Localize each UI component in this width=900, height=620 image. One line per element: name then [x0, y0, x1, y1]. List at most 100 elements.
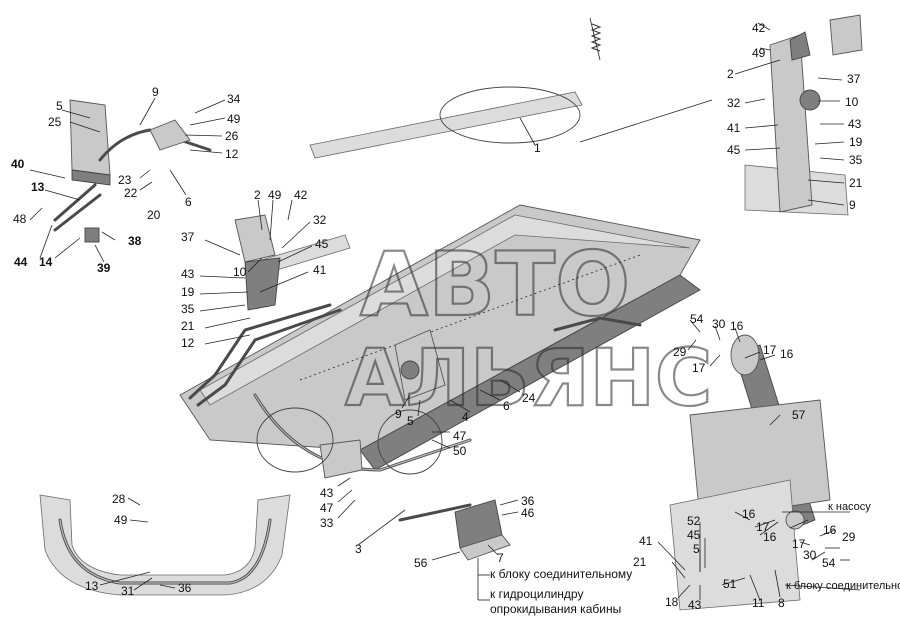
watermark-line2: АЛЬЯНС — [345, 334, 712, 424]
callout-tl-5: 5 — [56, 99, 63, 113]
detail-circles — [256, 407, 443, 475]
callout-17a: 17 — [692, 361, 706, 375]
callout-br-41: 41 — [639, 534, 653, 548]
callout-br-16a: 16 — [742, 507, 756, 521]
callout-m-37: 37 — [181, 230, 195, 244]
callout-br-21: 21 — [633, 555, 647, 569]
callouts: 42 49 2 37 32 10 41 43 19 45 35 21 9 9 5… — [11, 21, 863, 612]
callout-tl-25: 25 — [48, 115, 62, 129]
callout-tr-42: 42 — [752, 21, 766, 35]
callout-24m: 24 — [522, 391, 536, 405]
callout-57: 57 — [792, 408, 806, 422]
callout-br-45: 45 — [687, 528, 701, 542]
callout-tl-40: 40 — [11, 157, 25, 171]
callout-43b: 43 — [320, 486, 334, 500]
callout-47m: 47 — [453, 429, 467, 443]
callout-m-43: 43 — [181, 267, 195, 281]
callout-47b: 47 — [320, 501, 334, 515]
callout-tl-26: 26 — [225, 129, 239, 143]
callout-tr-45: 45 — [727, 143, 741, 157]
callout-m-42: 42 — [294, 188, 308, 202]
callout-6m: 6 — [503, 399, 510, 413]
callout-5m: 5 — [407, 414, 414, 428]
callout-br-30: 30 — [803, 548, 817, 562]
callout-br-5: 5 — [693, 542, 700, 556]
callout-m-35: 35 — [181, 302, 195, 316]
callout-tr-35: 35 — [849, 153, 863, 167]
note-cab-tilt-cylinder-line1: к гидроцилиндру — [490, 587, 583, 601]
callout-54a: 54 — [690, 312, 704, 326]
callout-m-41: 41 — [313, 263, 327, 277]
callout-br-29: 29 — [842, 530, 856, 544]
callout-tl-34: 34 — [227, 92, 241, 106]
watermark-line1: АВТО — [360, 233, 630, 336]
callout-30a: 30 — [712, 317, 726, 331]
callout-28: 28 — [112, 492, 126, 506]
spring-and-rod — [309, 17, 602, 159]
connector-block — [454, 499, 511, 561]
note-cab-tilt-cylinder-line2: опрокидывания кабины — [490, 602, 621, 616]
tilt-cylinder — [669, 334, 831, 611]
callout-tl-13: 13 — [31, 180, 45, 194]
callout-tr-2: 2 — [727, 67, 734, 81]
callout-9m: 9 — [395, 407, 402, 421]
callout-m-19: 19 — [181, 285, 195, 299]
callout-13b: 13 — [85, 579, 99, 593]
callout-tl-22: 22 — [124, 186, 138, 200]
callout-4m: 4 — [462, 410, 469, 424]
callout-br-17a: 17 — [756, 520, 770, 534]
notes: к насосу к блоку соединительному к гидро… — [490, 501, 900, 616]
callout-1: 1 — [534, 141, 541, 155]
inset-mid-left — [234, 214, 351, 311]
watermark: АВТО АЛЬЯНС — [344, 232, 713, 425]
callout-tl-23: 23 — [118, 173, 132, 187]
hydraulic-lines — [188, 303, 642, 522]
callout-tl-38: 38 — [128, 234, 142, 248]
callout-tr-21: 21 — [849, 176, 863, 190]
callout-br-16b: 16 — [763, 530, 777, 544]
callout-tr-10: 10 — [845, 95, 859, 109]
callout-31: 31 — [121, 584, 135, 598]
callout-tr-41: 41 — [727, 121, 741, 135]
callout-br-52: 52 — [687, 514, 701, 528]
callout-tl-20: 20 — [147, 208, 161, 222]
callout-m-10: 10 — [233, 265, 247, 279]
callout-36a: 36 — [521, 494, 535, 508]
callout-br-17b: 17 — [792, 537, 806, 551]
frame-rail — [179, 204, 701, 471]
callout-tl-49: 49 — [227, 112, 241, 126]
leader-lines — [29, 22, 861, 601]
callout-46a: 46 — [521, 506, 535, 520]
callout-br-8: 8 — [778, 596, 785, 610]
note-to-connector-block-main: к блоку соединительному — [490, 567, 632, 581]
note-to-pump: к насосу — [828, 501, 871, 513]
callout-tl-14: 14 — [39, 255, 53, 269]
callout-br-11: 11 — [752, 596, 765, 610]
callout-tr-9: 9 — [849, 198, 856, 212]
callout-tr-37: 37 — [847, 72, 861, 86]
callout-17b: 17 — [763, 343, 777, 357]
callout-tl-9: 9 — [152, 85, 159, 99]
callout-m-49: 49 — [268, 188, 282, 202]
callout-tr-43: 43 — [848, 117, 862, 131]
callout-7: 7 — [497, 551, 504, 565]
lock-mechanism-mid — [319, 329, 446, 479]
callout-56: 56 — [414, 556, 428, 570]
callout-m-21: 21 — [181, 319, 195, 333]
callout-m-2: 2 — [254, 188, 261, 202]
callout-tl-44: 44 — [14, 255, 28, 269]
callout-tl-39: 39 — [97, 261, 111, 275]
callout-3: 3 — [355, 542, 362, 556]
callout-br-54: 54 — [822, 556, 836, 570]
lower-u-bracket — [39, 494, 291, 596]
callout-m-45: 45 — [315, 237, 329, 251]
callout-tl-12: 12 — [225, 147, 239, 161]
callout-br-43: 43 — [688, 598, 702, 612]
callout-36b: 36 — [178, 581, 192, 595]
inset-top-right — [744, 14, 863, 216]
callout-tr-19: 19 — [849, 135, 863, 149]
callout-33b: 33 — [320, 516, 334, 530]
callout-tr-49: 49 — [752, 46, 766, 60]
